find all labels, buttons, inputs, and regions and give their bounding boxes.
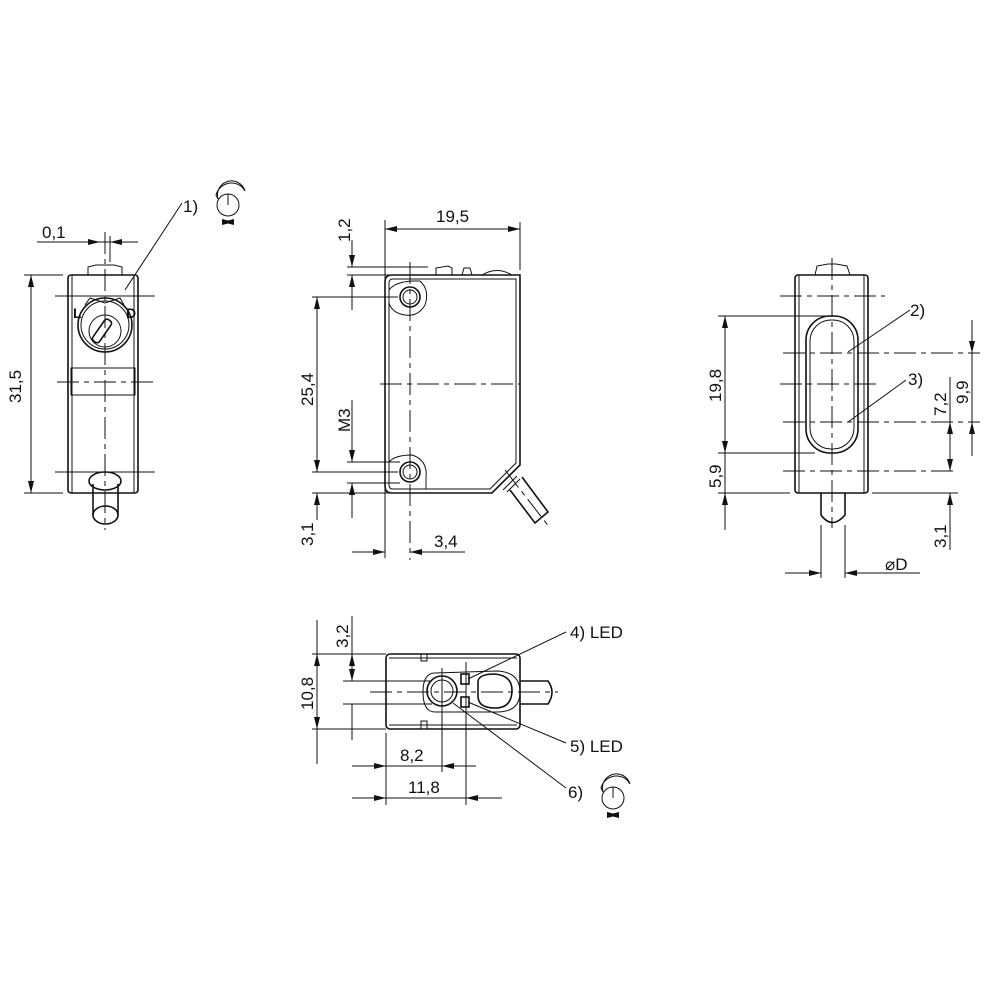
callout-3: 3) [908,370,923,389]
dim-19-5: 19,5 [436,207,469,226]
potentiometer-icon [216,181,245,222]
callout-4-led: 4) LED [570,623,623,642]
dim-11-8: 11,8 [408,778,440,797]
dim-0-1: 0,1 [42,223,66,242]
front-view: 19,5 1,2 25,4 M3 3,1 3,4 [298,207,551,560]
dim-9-9: 9,9 [953,380,972,404]
led-5 [460,696,470,708]
cable [820,493,846,524]
dim-5-9: 5,9 [706,464,725,488]
dim-m3: M3 [335,408,354,432]
dim-8-2: 8,2 [400,746,424,765]
dim-7-2: 7,2 [931,392,950,416]
housing-outline [67,274,139,494]
dim-3-1: 3,1 [298,522,317,546]
optics-view: 19,8 5,9 9,9 7,2 3,1 ⌀D 2) 3) [706,258,980,578]
dim-3-2: 3,2 [333,624,352,648]
callout-1: 1) [183,197,198,216]
mounting-hole-top [388,280,428,316]
dim-1-2: 1,2 [335,218,354,242]
dim-25-4: 25,4 [298,373,317,406]
callout-2: 2) [910,301,925,320]
side-view: L D 0,1 31,5 1) [6,181,245,530]
dim-19-8: 19,8 [706,369,725,402]
callout-5-led: 5) LED [570,737,623,756]
knob-label-right: D [126,305,136,321]
dim-31-5: 31,5 [6,370,25,403]
potentiometer-knob: L D [73,297,136,353]
knob-label-left: L [73,305,82,321]
dim-10-8: 10,8 [298,677,317,710]
callout-6: 6) [568,783,583,802]
led-4 [460,673,470,685]
cable [88,471,122,525]
cable [520,680,553,705]
cable [499,469,551,529]
potentiometer-icon [601,774,630,815]
top-view: 10,8 3,2 8,2 11,8 4) LED 5) LED 6) [298,616,630,815]
dim-diameter: ⌀D [885,555,908,574]
lens [477,673,513,709]
dim-3-4: 3,4 [434,532,458,551]
dim-3-1: 3,1 [931,524,950,548]
